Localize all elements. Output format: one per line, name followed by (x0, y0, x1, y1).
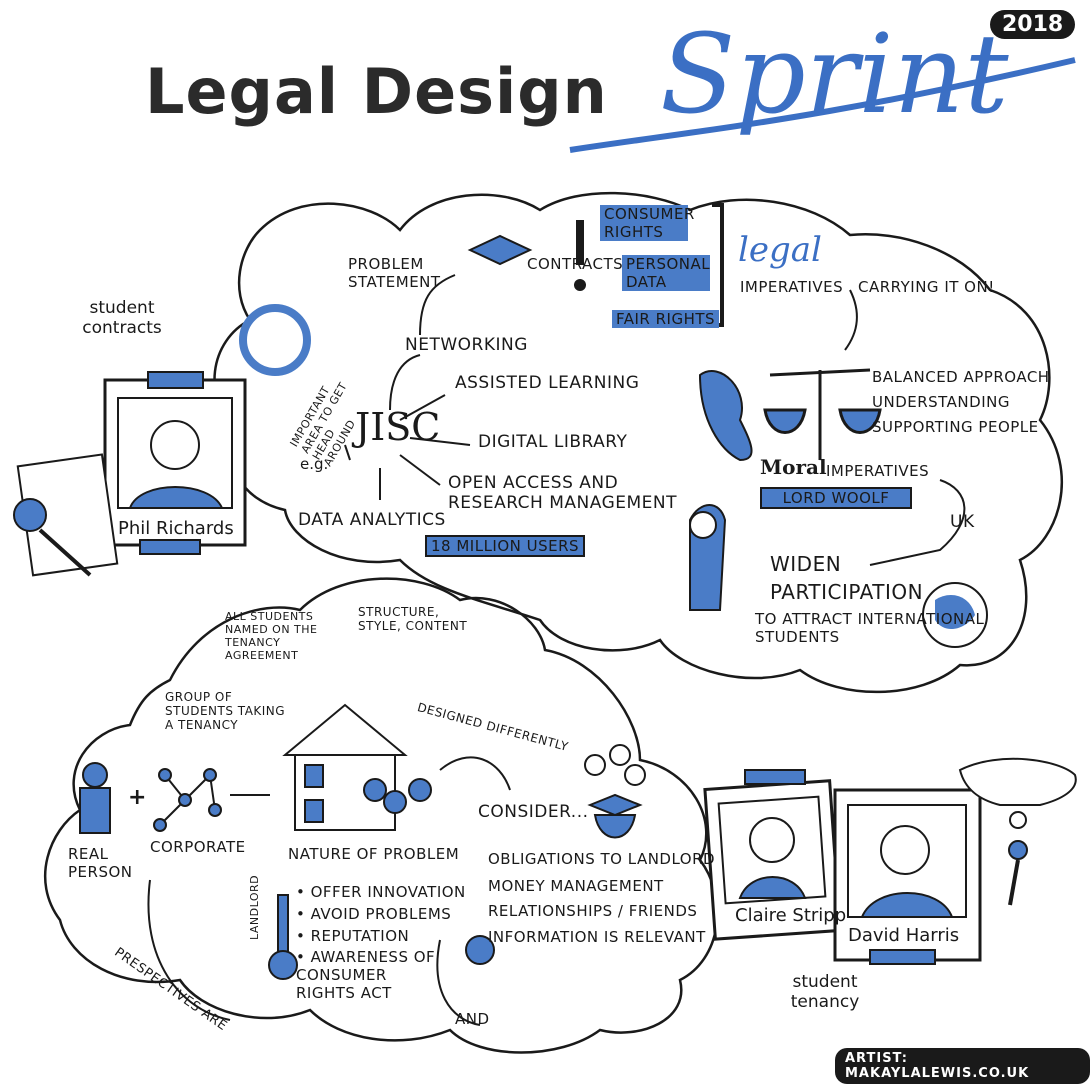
consider-label: Consider... (478, 802, 589, 822)
reputation-item: • Reputation (296, 927, 410, 945)
page-title-script: Sprint (660, 10, 1009, 138)
fair-rights-tag: Fair rights (612, 310, 720, 328)
landlord-label: Landlord (248, 874, 261, 940)
carrying-on-label: Carrying it on! (858, 278, 995, 296)
portrait-name-claire: Claire Stripp (735, 905, 847, 926)
understanding-label: Understanding (872, 393, 1010, 411)
corporate-label: Corporate (150, 838, 246, 856)
assisted-learning-label: Assisted learning (455, 373, 640, 393)
participation-label: Participation (770, 580, 924, 604)
hand-icon (958, 757, 1077, 806)
relationships-item: Relationships / friends (488, 902, 698, 920)
information-item: Information is relevant (488, 928, 706, 946)
exclamation-icon (576, 220, 584, 265)
network-icon (153, 768, 222, 832)
awareness-item: • Awareness of consumer rights act (296, 948, 436, 1002)
attract-international: to attract international students (755, 610, 985, 646)
artist-credit: ARTIST: MAKAYLALEWIS.CO.UK (835, 1048, 1090, 1084)
problem-statement: Problem statement (348, 255, 441, 291)
portrait-name-david: David Harris (848, 925, 960, 946)
nature-of-problem: Nature of problem (288, 845, 460, 863)
widen-label: Widen (770, 552, 842, 576)
uk-label: UK (950, 512, 975, 532)
structure-note: Structure, style, content (358, 605, 468, 633)
supporting-people: Supporting people (872, 418, 1039, 436)
moral-imperatives: imperatives (826, 462, 930, 480)
bottom-arrows (147, 756, 511, 1026)
ghost-icon (698, 370, 753, 462)
student-contracts-caption: student contracts (82, 298, 162, 338)
plus-sign: + (128, 785, 147, 810)
jisc-label: JISC (355, 405, 441, 449)
clock-icon (465, 935, 495, 965)
portrait-name-phil: Phil Richards (118, 518, 234, 539)
offer-item: • Offer innovation (296, 883, 466, 901)
top-cloud (213, 191, 1063, 694)
balanced-approach: Balanced approach (872, 368, 1050, 386)
legal-label: legal (738, 230, 822, 270)
graduation-cap-icon (467, 234, 533, 266)
open-access-label: Open access and research management (448, 473, 678, 513)
person-icon (82, 762, 108, 788)
networking-label: Networking (405, 335, 528, 355)
brain-icon (239, 304, 311, 376)
magnifier-icon (13, 498, 47, 532)
eg-label: e.g. (300, 455, 329, 473)
and-label: And (455, 1010, 490, 1028)
tape (147, 371, 204, 389)
lord-woolf-tag: Lord Woolf (760, 487, 912, 509)
real-person-label: Real person (68, 845, 133, 881)
students-group-icon (584, 744, 646, 839)
scales-icon (763, 368, 882, 460)
year-badge: 2018 (990, 10, 1076, 39)
personal-data-tag: Personal data (622, 255, 710, 291)
page-title: Legal Design (145, 55, 608, 128)
title-swoosh (569, 57, 1076, 153)
bottom-cloud (43, 577, 719, 1054)
data-analytics-label: Data analytics (298, 510, 446, 530)
key-icon (268, 894, 298, 980)
jisc-arrows (344, 274, 966, 566)
users-badge: 18 million users (425, 535, 586, 557)
contracts-label: Contracts (527, 255, 624, 273)
money-item: Money management (488, 877, 664, 895)
house-icon (282, 703, 432, 831)
person-face (150, 420, 200, 470)
moral-label: Moral (760, 455, 827, 479)
student-tenancy-caption: student tenancy (790, 972, 860, 1012)
obligations-item: Obligations to landlord (488, 850, 716, 868)
digital-library-label: Digital library (478, 432, 628, 452)
avoid-item: • Avoid problems (296, 905, 452, 923)
legal-imperatives: imperatives (740, 278, 844, 296)
consumer-rights-tag: Consumer rights (600, 205, 694, 241)
group-note: Group of students taking a tenancy (165, 690, 286, 732)
all-students-note: All students named on the tenancy agreem… (225, 610, 318, 662)
